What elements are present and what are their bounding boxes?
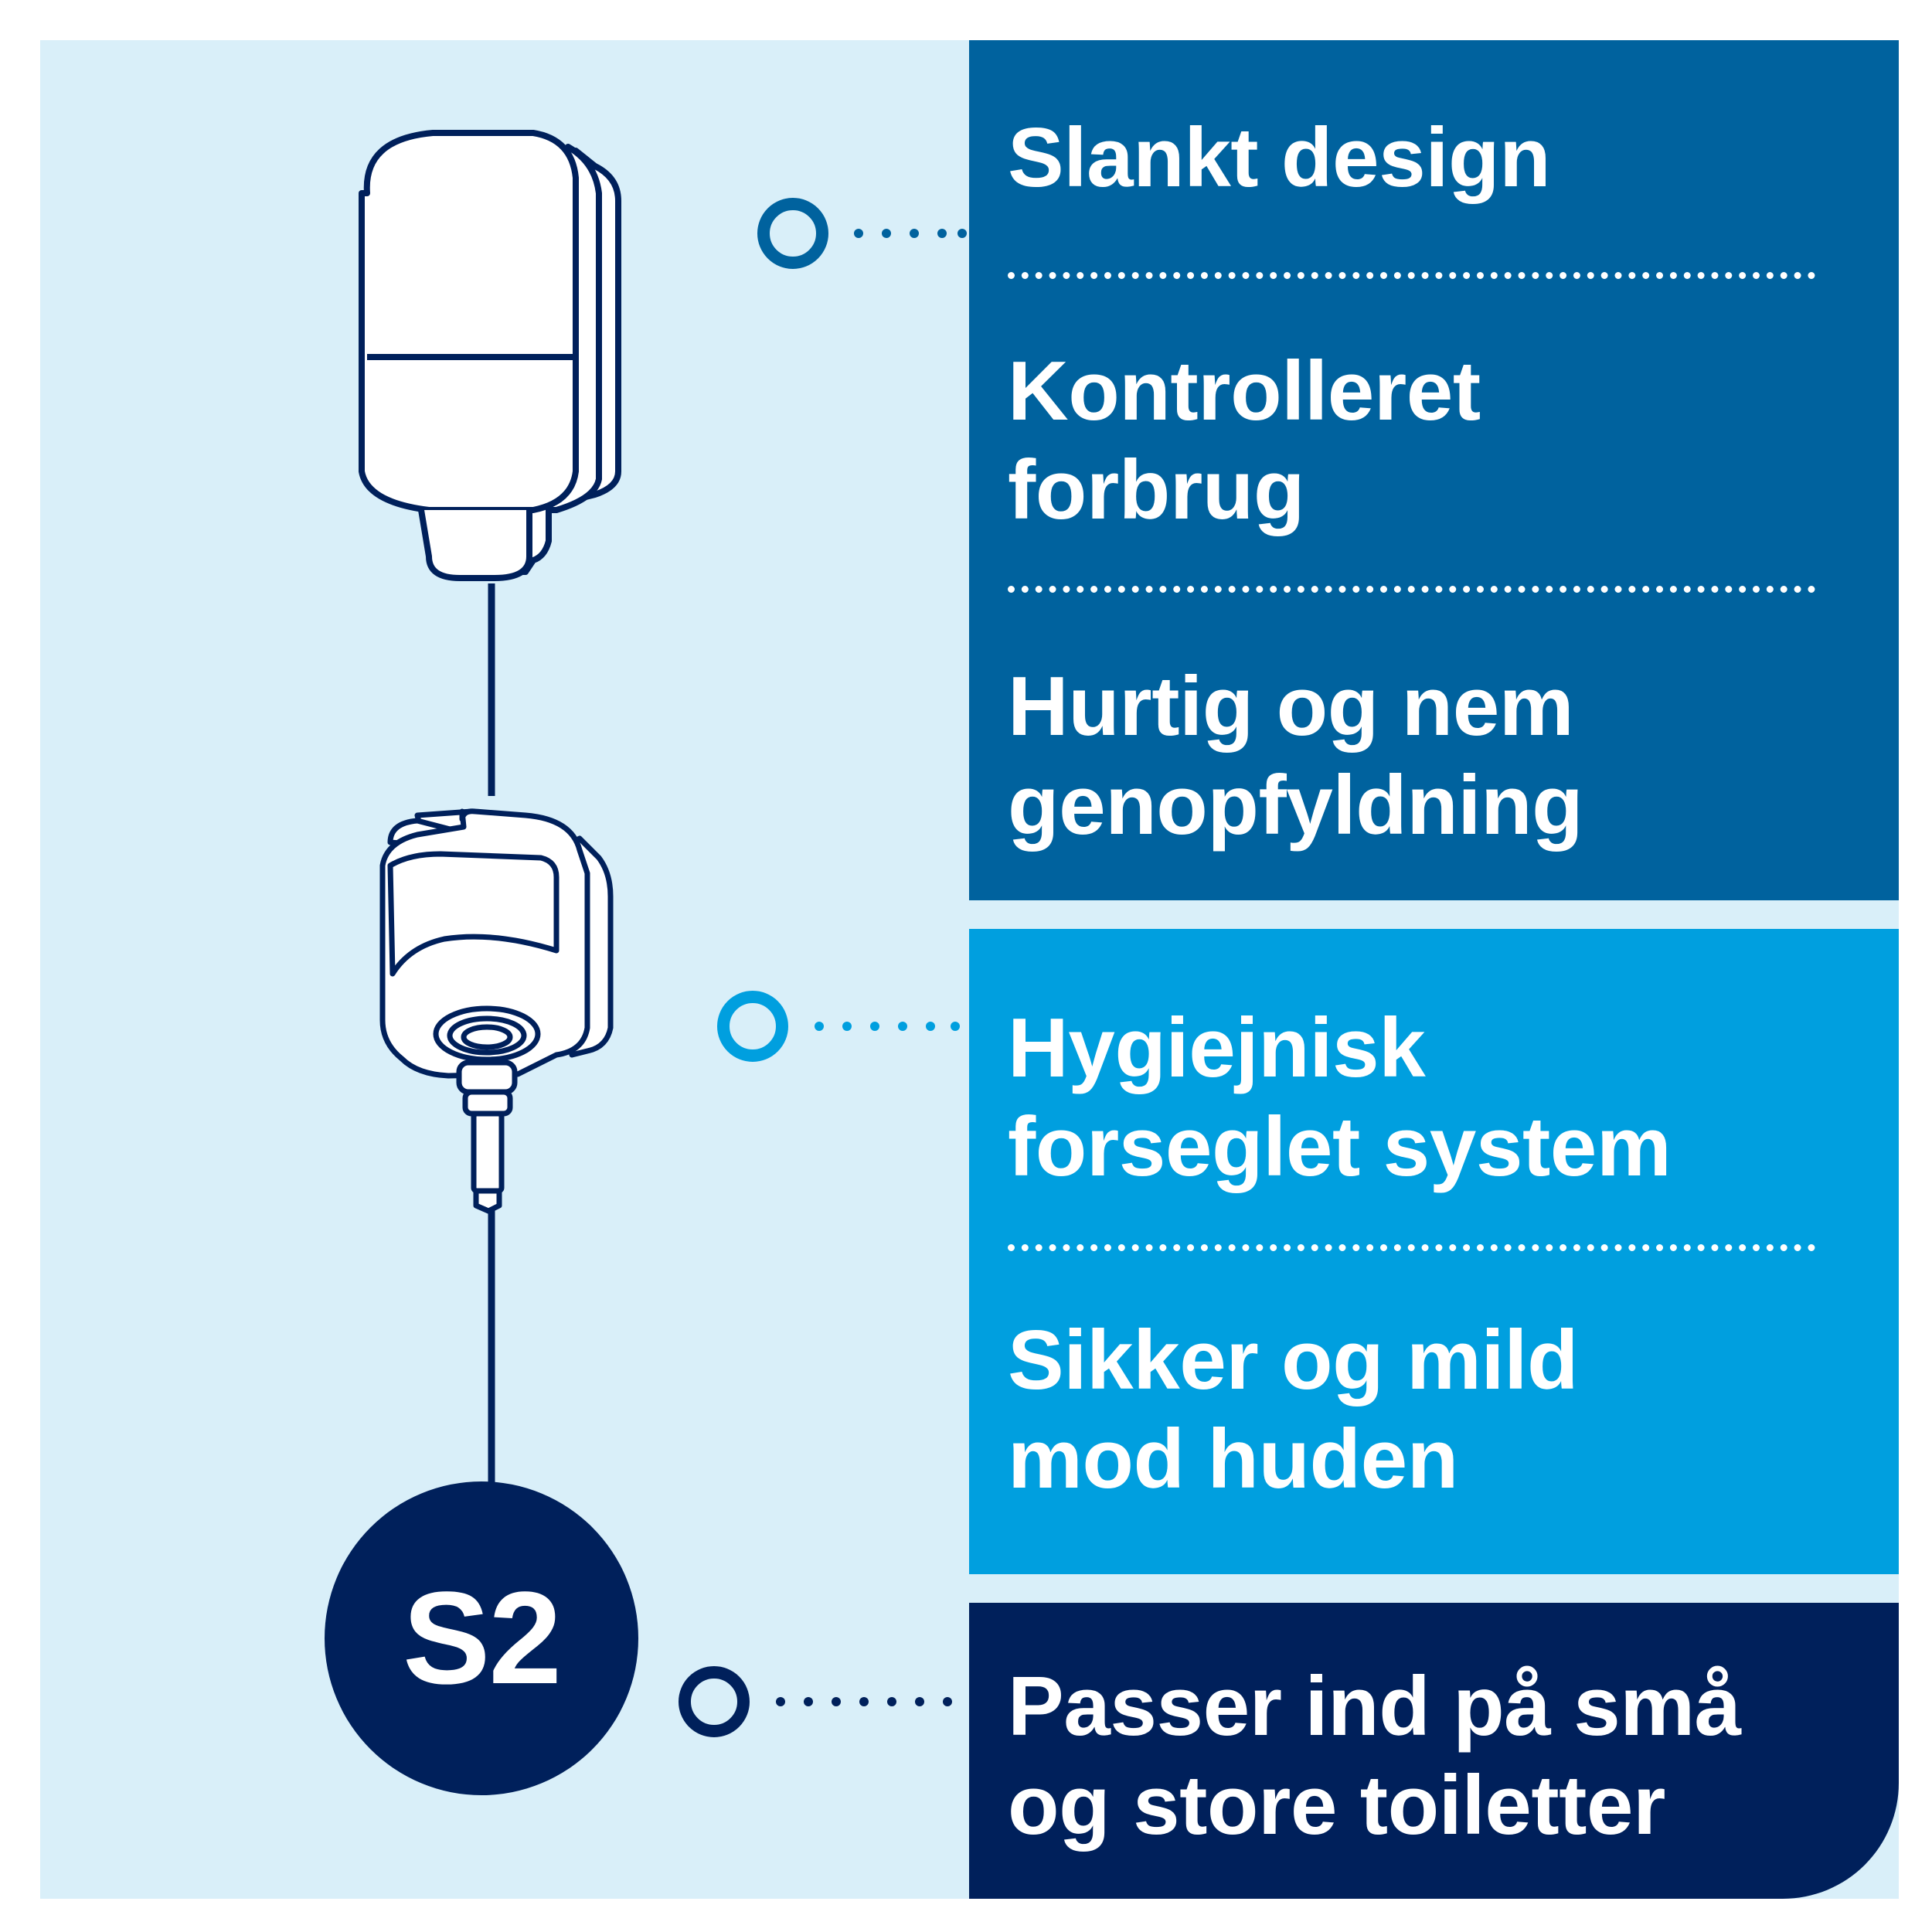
pointer-dispenser (757, 198, 967, 269)
feature-hygienic-sealed-system: Hygiejnisk forseglet system (1008, 1001, 1672, 1194)
feature-panel-dispenser: Slankt design Kontrolleret forbrug Hurti… (969, 40, 1899, 900)
feature-divider (1008, 1244, 1815, 1251)
system-badge-label: S2 (403, 1565, 562, 1712)
dispenser-icon (359, 130, 621, 581)
pointer-badge (679, 1666, 952, 1737)
feature-gentle-on-skin: Sikker og mild mod huden (1008, 1313, 1579, 1506)
pointer-ring (717, 991, 788, 1062)
feature-controlled-consumption: Kontrolleret forbrug (1008, 344, 1481, 537)
refill-cartridge-icon (379, 808, 614, 1214)
feature-fits-all-toilets: Passer ind på små og store toiletter (1008, 1659, 1741, 1852)
feature-panel-system: Passer ind på små og store toiletter (969, 1603, 1899, 1899)
pointer-ring (757, 198, 828, 269)
pointer-ring (679, 1666, 750, 1737)
feature-divider (1008, 272, 1815, 279)
feature-panel-refill: Hygiejnisk forseglet system Sikker og mi… (969, 929, 1899, 1574)
feature-slim-design: Slankt design (1008, 111, 1551, 205)
feature-quick-refill: Hurtig og nem genopfyldning (1008, 659, 1583, 852)
feature-divider (1008, 586, 1815, 593)
badge-circle (325, 1481, 638, 1795)
pointer-refill (717, 991, 960, 1062)
